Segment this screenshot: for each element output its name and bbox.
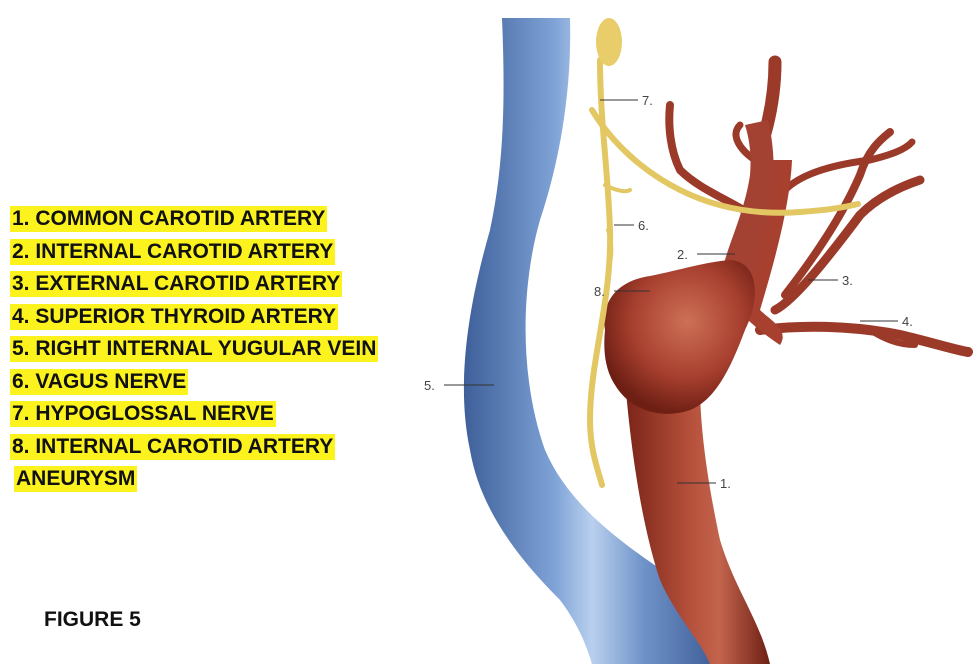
callout-3: 3. bbox=[842, 273, 853, 288]
callout-1: 1. bbox=[720, 476, 731, 491]
nodose-ganglion bbox=[596, 18, 622, 66]
callout-7: 7. bbox=[642, 93, 653, 108]
callout-4: 4. bbox=[902, 314, 913, 329]
callout-5: 5. bbox=[424, 378, 435, 393]
callout-8: 8. bbox=[594, 284, 605, 299]
callout-2: 2. bbox=[677, 247, 688, 262]
aneurysm-sac bbox=[604, 260, 755, 414]
callout-6: 6. bbox=[638, 218, 649, 233]
